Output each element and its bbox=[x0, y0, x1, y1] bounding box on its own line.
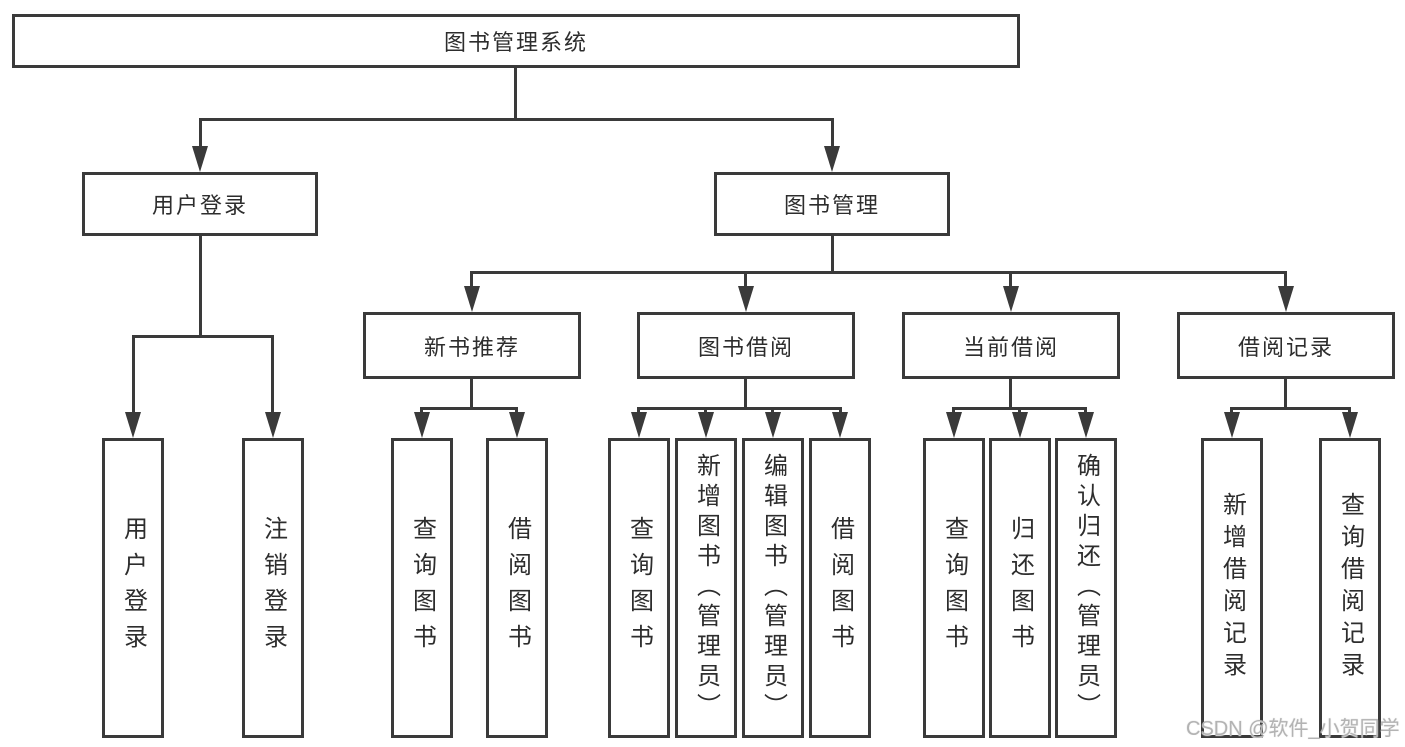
leaf-label: 新增图书（管理员） bbox=[692, 453, 720, 723]
leaf-return-books: 归还图书 bbox=[989, 438, 1051, 738]
leaf-label: 查询图书 bbox=[408, 516, 436, 660]
connector-group-trunk bbox=[1284, 379, 1287, 410]
arrow-down-icon bbox=[414, 412, 430, 438]
connector-stub-leaf bbox=[771, 407, 774, 415]
arrow-down-icon bbox=[1342, 412, 1358, 438]
leaf-label: 编辑图书（管理员） bbox=[759, 453, 787, 723]
leaf-add-borrow-record: 新增借阅记录 bbox=[1201, 438, 1263, 738]
connector-group-trunk bbox=[744, 379, 747, 410]
connector-group-trunk bbox=[1009, 379, 1012, 410]
arrow-down-icon bbox=[765, 412, 781, 438]
connector-stub-leaf bbox=[1018, 407, 1021, 415]
connector-stub-leaf bbox=[1230, 407, 1233, 415]
connector-group-bar bbox=[637, 407, 842, 410]
arrow-down-icon bbox=[464, 286, 480, 312]
node-label: 借阅记录 bbox=[1237, 334, 1334, 360]
arrow-down-icon bbox=[265, 412, 281, 438]
node-current-borrowing: 当前借阅 bbox=[902, 312, 1120, 379]
arrow-down-icon bbox=[738, 286, 754, 312]
node-label: 图书管理系统 bbox=[443, 30, 588, 55]
connector-stub-user-login bbox=[199, 118, 202, 148]
leaf-label: 借阅图书 bbox=[826, 516, 854, 660]
node-user-login: 用户登录 bbox=[82, 172, 318, 236]
leaf-borrow-books: 借阅图书 bbox=[809, 438, 871, 738]
connector-group-bar bbox=[420, 407, 518, 410]
connector-stub-leaf bbox=[132, 335, 135, 414]
leaf-edit-books-admin: 编辑图书（管理员） bbox=[742, 438, 804, 738]
connector-level2-bar bbox=[199, 118, 834, 121]
arrow-down-icon bbox=[125, 412, 141, 438]
arrow-down-icon bbox=[509, 412, 525, 438]
connector-root-trunk bbox=[514, 68, 517, 120]
node-label: 图书借阅 bbox=[697, 334, 794, 360]
connector-stub-leaf bbox=[1348, 407, 1351, 415]
leaf-borrow-books-recommend: 借阅图书 bbox=[486, 438, 548, 738]
leaf-query-books-borrowing: 查询图书 bbox=[608, 438, 670, 738]
node-book-borrowing: 图书借阅 bbox=[637, 312, 855, 379]
arrow-down-icon bbox=[1003, 286, 1019, 312]
connector-stub-book-management bbox=[831, 118, 834, 148]
node-label: 图书管理 bbox=[783, 193, 880, 218]
node-label: 用户登录 bbox=[151, 193, 248, 218]
connector-stub-leaf bbox=[420, 407, 423, 415]
node-new-book-recommendation: 新书推荐 bbox=[363, 312, 581, 379]
node-book-management: 图书管理 bbox=[714, 172, 950, 236]
connector-stub-leaf bbox=[271, 335, 274, 414]
connector-stub-leaf bbox=[1084, 407, 1087, 415]
connector-stub-leaf bbox=[515, 407, 518, 415]
connector-stub-group bbox=[744, 271, 747, 289]
arrow-down-icon bbox=[946, 412, 962, 438]
arrow-down-icon bbox=[824, 146, 840, 172]
connector-stub-group bbox=[1284, 271, 1287, 289]
connector-stub-group bbox=[470, 271, 473, 289]
leaf-query-books-current: 查询图书 bbox=[923, 438, 985, 738]
leaf-user-login: 用户登录 bbox=[102, 438, 164, 738]
leaf-label: 归还图书 bbox=[1006, 516, 1034, 660]
connector-stub-leaf bbox=[704, 407, 707, 415]
connector-stub-group bbox=[1009, 271, 1012, 289]
arrow-down-icon bbox=[832, 412, 848, 438]
arrow-down-icon bbox=[631, 412, 647, 438]
leaf-label: 注销登录 bbox=[259, 516, 287, 660]
node-borrowing-records: 借阅记录 bbox=[1177, 312, 1395, 379]
connector-stub-leaf bbox=[952, 407, 955, 415]
connector-stub-leaf bbox=[839, 407, 842, 415]
leaf-label: 用户登录 bbox=[119, 516, 147, 660]
leaf-confirm-return-admin: 确认归还（管理员） bbox=[1055, 438, 1117, 738]
leaf-label: 新增借阅记录 bbox=[1218, 492, 1246, 684]
leaf-logout: 注销登录 bbox=[242, 438, 304, 738]
leaf-query-books-recommend: 查询图书 bbox=[391, 438, 453, 738]
leaf-add-books-admin: 新增图书（管理员） bbox=[675, 438, 737, 738]
csdn-watermark: CSDN @软件_小贺同学 bbox=[1186, 718, 1400, 740]
connector-user-login-trunk bbox=[199, 236, 202, 338]
leaf-label: 查询图书 bbox=[625, 516, 653, 660]
arrow-down-icon bbox=[1224, 412, 1240, 438]
connector-group-bar bbox=[1230, 407, 1351, 410]
leaf-label: 确认归还（管理员） bbox=[1072, 453, 1100, 723]
connector-stub-leaf bbox=[637, 407, 640, 415]
connector-group-trunk bbox=[470, 379, 473, 410]
connector-book-management-trunk bbox=[831, 236, 834, 274]
node-label: 当前借阅 bbox=[962, 334, 1059, 360]
arrow-down-icon bbox=[698, 412, 714, 438]
leaf-label: 借阅图书 bbox=[503, 516, 531, 660]
leaf-label: 查询借阅记录 bbox=[1336, 492, 1364, 684]
leaf-query-borrow-record: 查询借阅记录 bbox=[1319, 438, 1381, 738]
arrow-down-icon bbox=[1278, 286, 1294, 312]
node-label: 新书推荐 bbox=[423, 334, 520, 360]
arrow-down-icon bbox=[1078, 412, 1094, 438]
leaf-label: 查询图书 bbox=[940, 516, 968, 660]
node-library-management-system: 图书管理系统 bbox=[12, 14, 1020, 68]
arrow-down-icon bbox=[1012, 412, 1028, 438]
connector-user-login-bar bbox=[132, 335, 274, 338]
connector-level3-bar bbox=[470, 271, 1287, 274]
arrow-down-icon bbox=[192, 146, 208, 172]
